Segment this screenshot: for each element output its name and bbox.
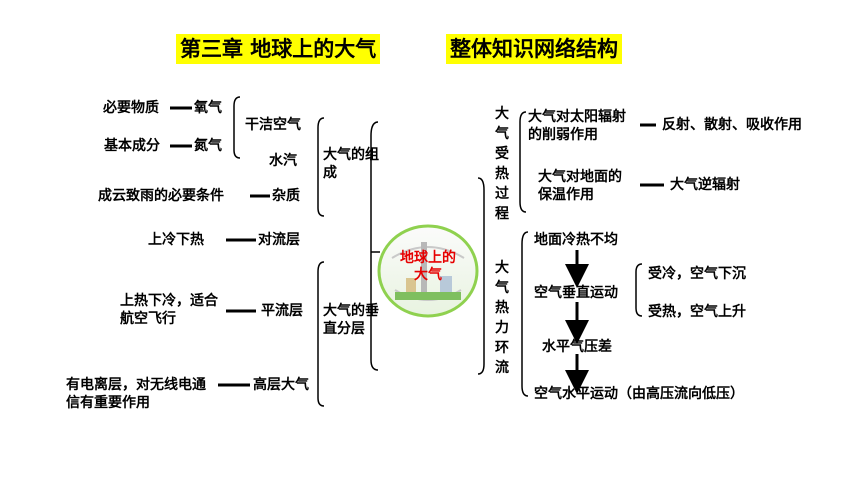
dry-air-label: 干洁空气 bbox=[245, 117, 301, 133]
composition-heading: 大气的组成 bbox=[323, 147, 379, 181]
convection-label: 对流层 bbox=[258, 232, 300, 248]
cold-label: 受冷，空气下沉 bbox=[648, 266, 746, 282]
center-label: 地球上的大气 bbox=[400, 250, 456, 283]
oxygen-label: 氧气 bbox=[194, 100, 222, 116]
nitrogen-label: 氮气 bbox=[194, 138, 222, 154]
step2-label: 空气垂直运动 bbox=[534, 285, 618, 301]
center-emblem bbox=[377, 224, 479, 318]
weakening-detail: 反射、散射、吸收作用 bbox=[662, 117, 802, 133]
cloud-condition-label: 成云致雨的必要条件 bbox=[98, 188, 224, 204]
stratosphere-label: 平流层 bbox=[261, 303, 303, 319]
basic-label: 基本成分 bbox=[104, 138, 160, 154]
upper-desc: 有电离层，对无线电通信有重要作用 bbox=[66, 377, 206, 411]
layers-heading: 大气的垂直分层 bbox=[323, 303, 379, 337]
hot-label: 受热，空气上升 bbox=[648, 304, 746, 320]
essential-label: 必要物质 bbox=[103, 100, 159, 116]
step1-label: 地面冷热不均 bbox=[534, 232, 618, 248]
insulation-label: 大气对地面的保温作用 bbox=[538, 169, 622, 203]
circulation-heading: 大气热力环流 bbox=[495, 260, 509, 376]
step3-label: 水平气压差 bbox=[542, 339, 612, 355]
structure-title: 整体知识网络结构 bbox=[446, 34, 622, 64]
impurities-label: 杂质 bbox=[272, 188, 300, 204]
chapter-title: 第三章 地球上的大气 bbox=[176, 34, 381, 64]
water-vapor-label: 水汽 bbox=[269, 153, 297, 169]
step4-label: 空气水平运动（由高压流向低压） bbox=[534, 386, 744, 402]
heating-heading: 大气受热过程 bbox=[495, 106, 509, 222]
stratosphere-desc: 上热下冷，适合航空飞行 bbox=[120, 293, 218, 327]
convection-desc: 上冷下热 bbox=[148, 232, 204, 248]
insulation-detail: 大气逆辐射 bbox=[670, 177, 740, 193]
weakening-label: 大气对太阳辐射的削弱作用 bbox=[528, 109, 626, 143]
upper-label: 高层大气 bbox=[253, 377, 309, 393]
